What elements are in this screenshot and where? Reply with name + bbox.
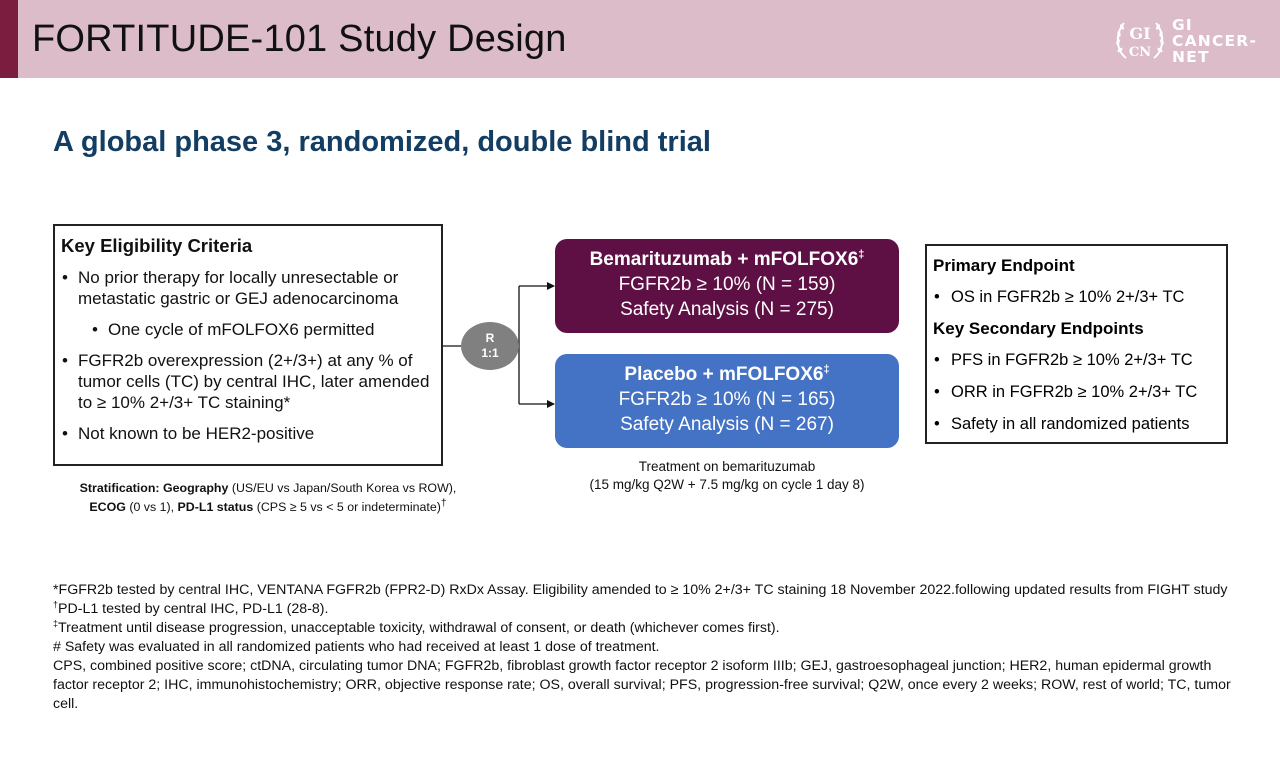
arm-title-text: Bemarituzumab + mFOLFOX6 bbox=[589, 249, 859, 270]
secondary-endpoint-list: PFS in FGFR2b ≥ 10% 2+/3+ TC ORR in FGFR… bbox=[933, 349, 1226, 435]
arm-population-fgfr2b: FGFR2b ≥ 10% (N = 159) bbox=[618, 274, 836, 295]
arm-population-safety: Safety Analysis (N = 267) bbox=[620, 414, 834, 435]
footnotes: *FGFR2b tested by central IHC, VENTANA F… bbox=[53, 581, 1243, 714]
pdl1-label: PD-L1 status bbox=[177, 500, 254, 515]
eligibility-item: Not known to be HER2-positive bbox=[61, 423, 441, 444]
footnote-abbreviations: CPS, combined positive score; ctDNA, cir… bbox=[53, 658, 1231, 712]
slide-subtitle: A global phase 3, randomized, double bli… bbox=[53, 126, 711, 158]
pdl1-text: (CPS ≥ 5 vs < 5 or indeterminate) bbox=[256, 500, 441, 515]
svg-text:CN: CN bbox=[1129, 45, 1151, 60]
primary-endpoint-list: OS in FGFR2b ≥ 10% 2+/3+ TC bbox=[933, 286, 1226, 308]
endpoint-item: OS in FGFR2b ≥ 10% 2+/3+ TC bbox=[933, 286, 1226, 308]
logo-line-1: GI bbox=[1172, 16, 1193, 34]
endpoint-item: Safety in all randomized patients bbox=[933, 413, 1226, 435]
footnote-pdl1-text: PD-L1 tested by central IHC, PD-L1 (28-8… bbox=[58, 601, 329, 617]
logo-wordmark: GI CANCER- NET bbox=[1172, 17, 1257, 65]
endpoints-box: Primary Endpoint OS in FGFR2b ≥ 10% 2+/3… bbox=[925, 244, 1228, 444]
eligibility-box: Key Eligibility Criteria No prior therap… bbox=[53, 224, 443, 466]
geography-text: (US/EU vs Japan/South Korea vs ROW), bbox=[231, 481, 457, 495]
logo-line-2: CANCER- bbox=[1172, 32, 1258, 50]
arm-title: Placebo + mFOLFOX6‡ bbox=[555, 363, 899, 387]
eligibility-list: No prior therapy for locally unresectabl… bbox=[61, 267, 441, 444]
logo-line-3: NET bbox=[1172, 48, 1210, 66]
title-bar: FORTITUDE-101 Study Design GI CN GI CAN bbox=[0, 0, 1280, 78]
laurel-logo-icon: GI CN bbox=[1116, 22, 1164, 60]
treatment-note-line-2: (15 mg/kg Q2W + 7.5 mg/kg on cycle 1 day… bbox=[589, 477, 865, 492]
ecog-label: ECOG bbox=[89, 500, 126, 515]
treatment-note-line-1: Treatment on bemarituzumab bbox=[638, 459, 816, 474]
endpoint-item: ORR in FGFR2b ≥ 10% 2+/3+ TC bbox=[933, 381, 1226, 403]
dagger-mark: † bbox=[440, 498, 447, 509]
arm-bemarituzumab: Bemarituzumab + mFOLFOX6‡ FGFR2b ≥ 10% (… bbox=[555, 239, 899, 333]
treatment-note: Treatment on bemarituzumab (15 mg/kg Q2W… bbox=[555, 458, 899, 494]
arm-title: Bemarituzumab + mFOLFOX6‡ bbox=[555, 248, 899, 272]
footnote-safety: # Safety was evaluated in all randomized… bbox=[53, 639, 660, 655]
arm-population-safety: Safety Analysis (N = 275) bbox=[620, 299, 834, 320]
randomization-ratio: 1:1 bbox=[481, 346, 499, 360]
eligibility-item: No prior therapy for locally unresectabl… bbox=[61, 267, 441, 309]
eligibility-item: FGFR2b overexpression (2+/3+) at any % o… bbox=[61, 350, 441, 413]
eligibility-heading: Key Eligibility Criteria bbox=[61, 235, 253, 256]
gi-cancer-net-logo: GI CN GI CANCER- NET bbox=[1112, 12, 1272, 68]
double-dagger-mark: ‡ bbox=[858, 248, 865, 261]
eligibility-subitem: One cycle of mFOLFOX6 permitted bbox=[91, 319, 441, 340]
title-bar-accent bbox=[0, 0, 18, 78]
slide-title: FORTITUDE-101 Study Design bbox=[32, 18, 567, 60]
primary-endpoint-heading: Primary Endpoint bbox=[933, 256, 1075, 275]
arm-population-fgfr2b: FGFR2b ≥ 10% (N = 165) bbox=[618, 389, 836, 410]
footnote-fgfr2b: *FGFR2b tested by central IHC, VENTANA F… bbox=[53, 582, 1228, 598]
randomization-letter: R bbox=[485, 331, 495, 345]
secondary-endpoints-heading: Key Secondary Endpoints bbox=[933, 319, 1144, 338]
footnote-treatment-text: Treatment until disease progression, una… bbox=[58, 620, 780, 636]
footnote-treatment: ‡Treatment until disease progression, un… bbox=[53, 619, 1243, 638]
endpoint-item: PFS in FGFR2b ≥ 10% 2+/3+ TC bbox=[933, 349, 1226, 371]
ecog-text: (0 vs 1), bbox=[129, 500, 175, 515]
footnote-pdl1: †PD-L1 tested by central IHC, PD-L1 (28-… bbox=[53, 600, 1243, 619]
arm-placebo: Placebo + mFOLFOX6‡ FGFR2b ≥ 10% (N = 16… bbox=[555, 354, 899, 448]
arm-title-text: Placebo + mFOLFOX6 bbox=[624, 364, 824, 385]
stratification-label: Stratification: bbox=[79, 481, 160, 495]
dagger-mark: † bbox=[53, 599, 59, 610]
randomization-node: R 1:1 bbox=[461, 322, 519, 370]
double-dagger-mark: ‡ bbox=[53, 618, 59, 629]
stratification-note: Stratification: Geography (US/EU vs Japa… bbox=[53, 480, 483, 515]
geography-label: Geography bbox=[162, 481, 229, 495]
double-dagger-mark: ‡ bbox=[823, 363, 830, 376]
svg-text:GI: GI bbox=[1129, 24, 1150, 43]
